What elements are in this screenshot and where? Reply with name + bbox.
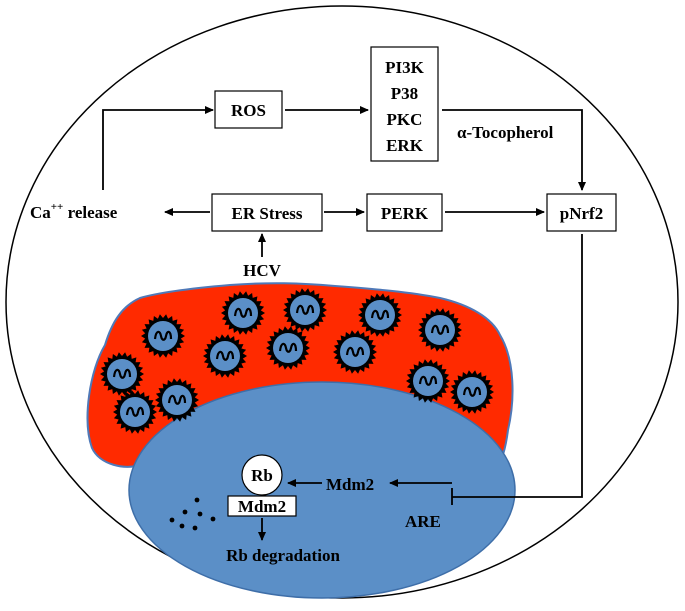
hcv-virus-icon	[100, 352, 144, 396]
arrow-kinases-to-pnrf2	[442, 109, 586, 191]
hcv-virus-icon	[221, 291, 265, 335]
kinase-box	[370, 46, 439, 162]
kinase-pkc-label: PKC	[387, 110, 423, 129]
rb-degradation-label: Rb degradation	[226, 546, 340, 565]
rb-label: Rb	[251, 466, 273, 485]
pnrf2-label: pNrf2	[560, 204, 603, 223]
ros-box	[214, 90, 283, 129]
er-stress-box	[211, 193, 323, 232]
kinase-p38-label: P38	[391, 84, 418, 103]
ros-label: ROS	[231, 101, 266, 120]
rb-mdm2-label: Mdm2	[238, 497, 286, 516]
hcv-label: HCV	[243, 261, 282, 280]
hcv-virus-icon	[155, 378, 199, 422]
perk-label: PERK	[381, 204, 429, 223]
ca-release-label: Ca++ release	[30, 201, 118, 222]
hcv-virus-icon	[358, 293, 402, 337]
ca-release-rest: release	[63, 203, 117, 222]
hcv-virus-icon	[450, 370, 494, 414]
arrow-ca-to-ros	[102, 106, 214, 190]
perk-box	[366, 193, 443, 232]
hcv-virus-icon	[141, 314, 185, 358]
ca-text: Ca	[30, 203, 51, 222]
degradation-dots-icon	[169, 497, 216, 531]
er-stress-label: ER Stress	[232, 204, 303, 223]
kinase-erk-label: ERK	[386, 136, 424, 155]
arrow-pnrf2-to-are	[452, 234, 583, 498]
tocopherol-label: α-Tocopherol	[457, 123, 554, 142]
pnrf2-box	[546, 193, 617, 232]
hcv-virus-icon	[406, 359, 450, 403]
are-label: ARE	[405, 512, 441, 531]
ca-superscript: ++	[51, 201, 64, 213]
hcv-virus-icon	[333, 330, 377, 374]
nucleus	[128, 381, 516, 599]
hcv-virus-icon	[283, 288, 327, 332]
hcv-virus-icon	[418, 308, 462, 352]
rb-circle	[241, 454, 283, 496]
kinase-pi3k-label: PI3K	[385, 58, 425, 77]
virus-layer	[100, 288, 494, 434]
rb-mdm2-box	[227, 495, 297, 517]
hcv-virus-icon	[203, 334, 247, 378]
hcv-virus-icon	[113, 390, 157, 434]
mdm2-label: Mdm2	[326, 475, 374, 494]
hcv-virus-icon	[266, 326, 310, 370]
